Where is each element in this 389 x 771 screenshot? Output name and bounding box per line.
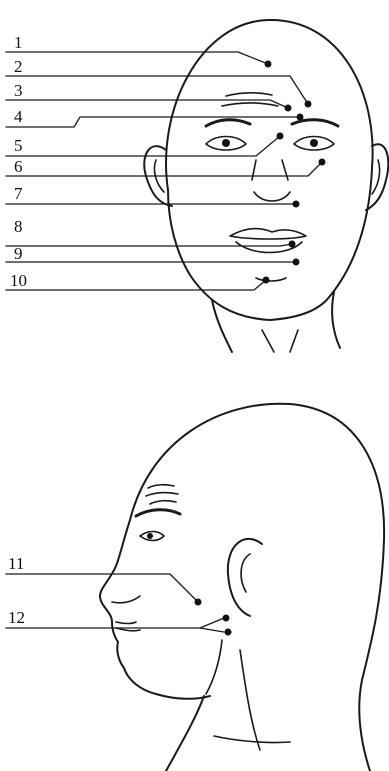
side-jaw-line (206, 640, 222, 694)
point-12a (223, 615, 230, 622)
neck-right (332, 292, 340, 348)
point-7 (293, 201, 300, 208)
point-8 (289, 241, 296, 248)
label-7: 7 (14, 184, 23, 203)
label-4: 4 (14, 107, 23, 126)
side-head-back (130, 404, 384, 771)
side-pupil (147, 533, 153, 539)
side-ear-inner (241, 554, 250, 592)
point-2 (305, 101, 312, 108)
label-5: 5 (14, 136, 23, 155)
nose-tip (254, 192, 290, 201)
label-9: 9 (14, 244, 23, 263)
nose-bridge-left (252, 160, 256, 180)
point-1 (265, 61, 272, 68)
label-10: 10 (10, 271, 27, 290)
side-forehead-wrinkle-2 (146, 493, 178, 496)
point-11 (195, 599, 202, 606)
label-12: 12 (8, 608, 25, 627)
neck-line-1 (262, 330, 274, 352)
side-view-head (100, 404, 384, 771)
leader-8 (6, 244, 292, 246)
side-forehead-wrinkle-1 (148, 485, 174, 488)
side-eyebrow (136, 510, 180, 516)
chin-line (256, 278, 286, 281)
label-1: 1 (14, 33, 23, 52)
side-neck-line-1 (240, 650, 260, 750)
side-neck-front (166, 696, 204, 771)
front-leaders (6, 52, 322, 290)
label-8: 8 (14, 217, 23, 236)
label-3: 3 (14, 81, 23, 100)
leader-12b (200, 628, 224, 632)
point-9 (293, 259, 300, 266)
label-11: 11 (8, 554, 24, 573)
point-3 (285, 105, 292, 112)
label-2: 2 (14, 57, 23, 76)
side-face-profile (100, 520, 210, 699)
leader-10 (6, 280, 266, 290)
front-points (263, 61, 326, 284)
point-6 (319, 159, 326, 166)
point-10 (263, 277, 270, 284)
side-labels: 11 12 (8, 554, 25, 627)
leader-3 (6, 100, 288, 108)
side-nostril (112, 596, 140, 603)
forehead-wrinkle-2 (222, 103, 278, 106)
point-4 (297, 114, 304, 121)
label-6: 6 (14, 157, 23, 176)
front-view-head (144, 20, 388, 352)
nose-bridge-right (282, 160, 288, 180)
leader-1 (6, 52, 268, 64)
point-5 (277, 133, 284, 140)
side-forehead-wrinkle-3 (150, 501, 176, 504)
left-eyebrow (206, 120, 250, 126)
leader-12 (6, 618, 224, 628)
point-12b (225, 629, 232, 636)
forehead-wrinkle-1 (226, 93, 272, 96)
front-labels: 1 2 3 4 5 6 7 8 9 10 (10, 33, 27, 290)
side-upper-lip (116, 622, 136, 624)
neck-left (212, 300, 232, 352)
neck-line-2 (290, 330, 298, 352)
right-pupil (310, 139, 318, 147)
side-ear (228, 539, 262, 616)
side-neck-line-2 (214, 736, 290, 743)
upper-lip (230, 229, 306, 239)
leader-6 (6, 162, 322, 176)
left-pupil (222, 139, 230, 147)
right-eyebrow (292, 120, 338, 126)
leader-4 (6, 117, 300, 127)
